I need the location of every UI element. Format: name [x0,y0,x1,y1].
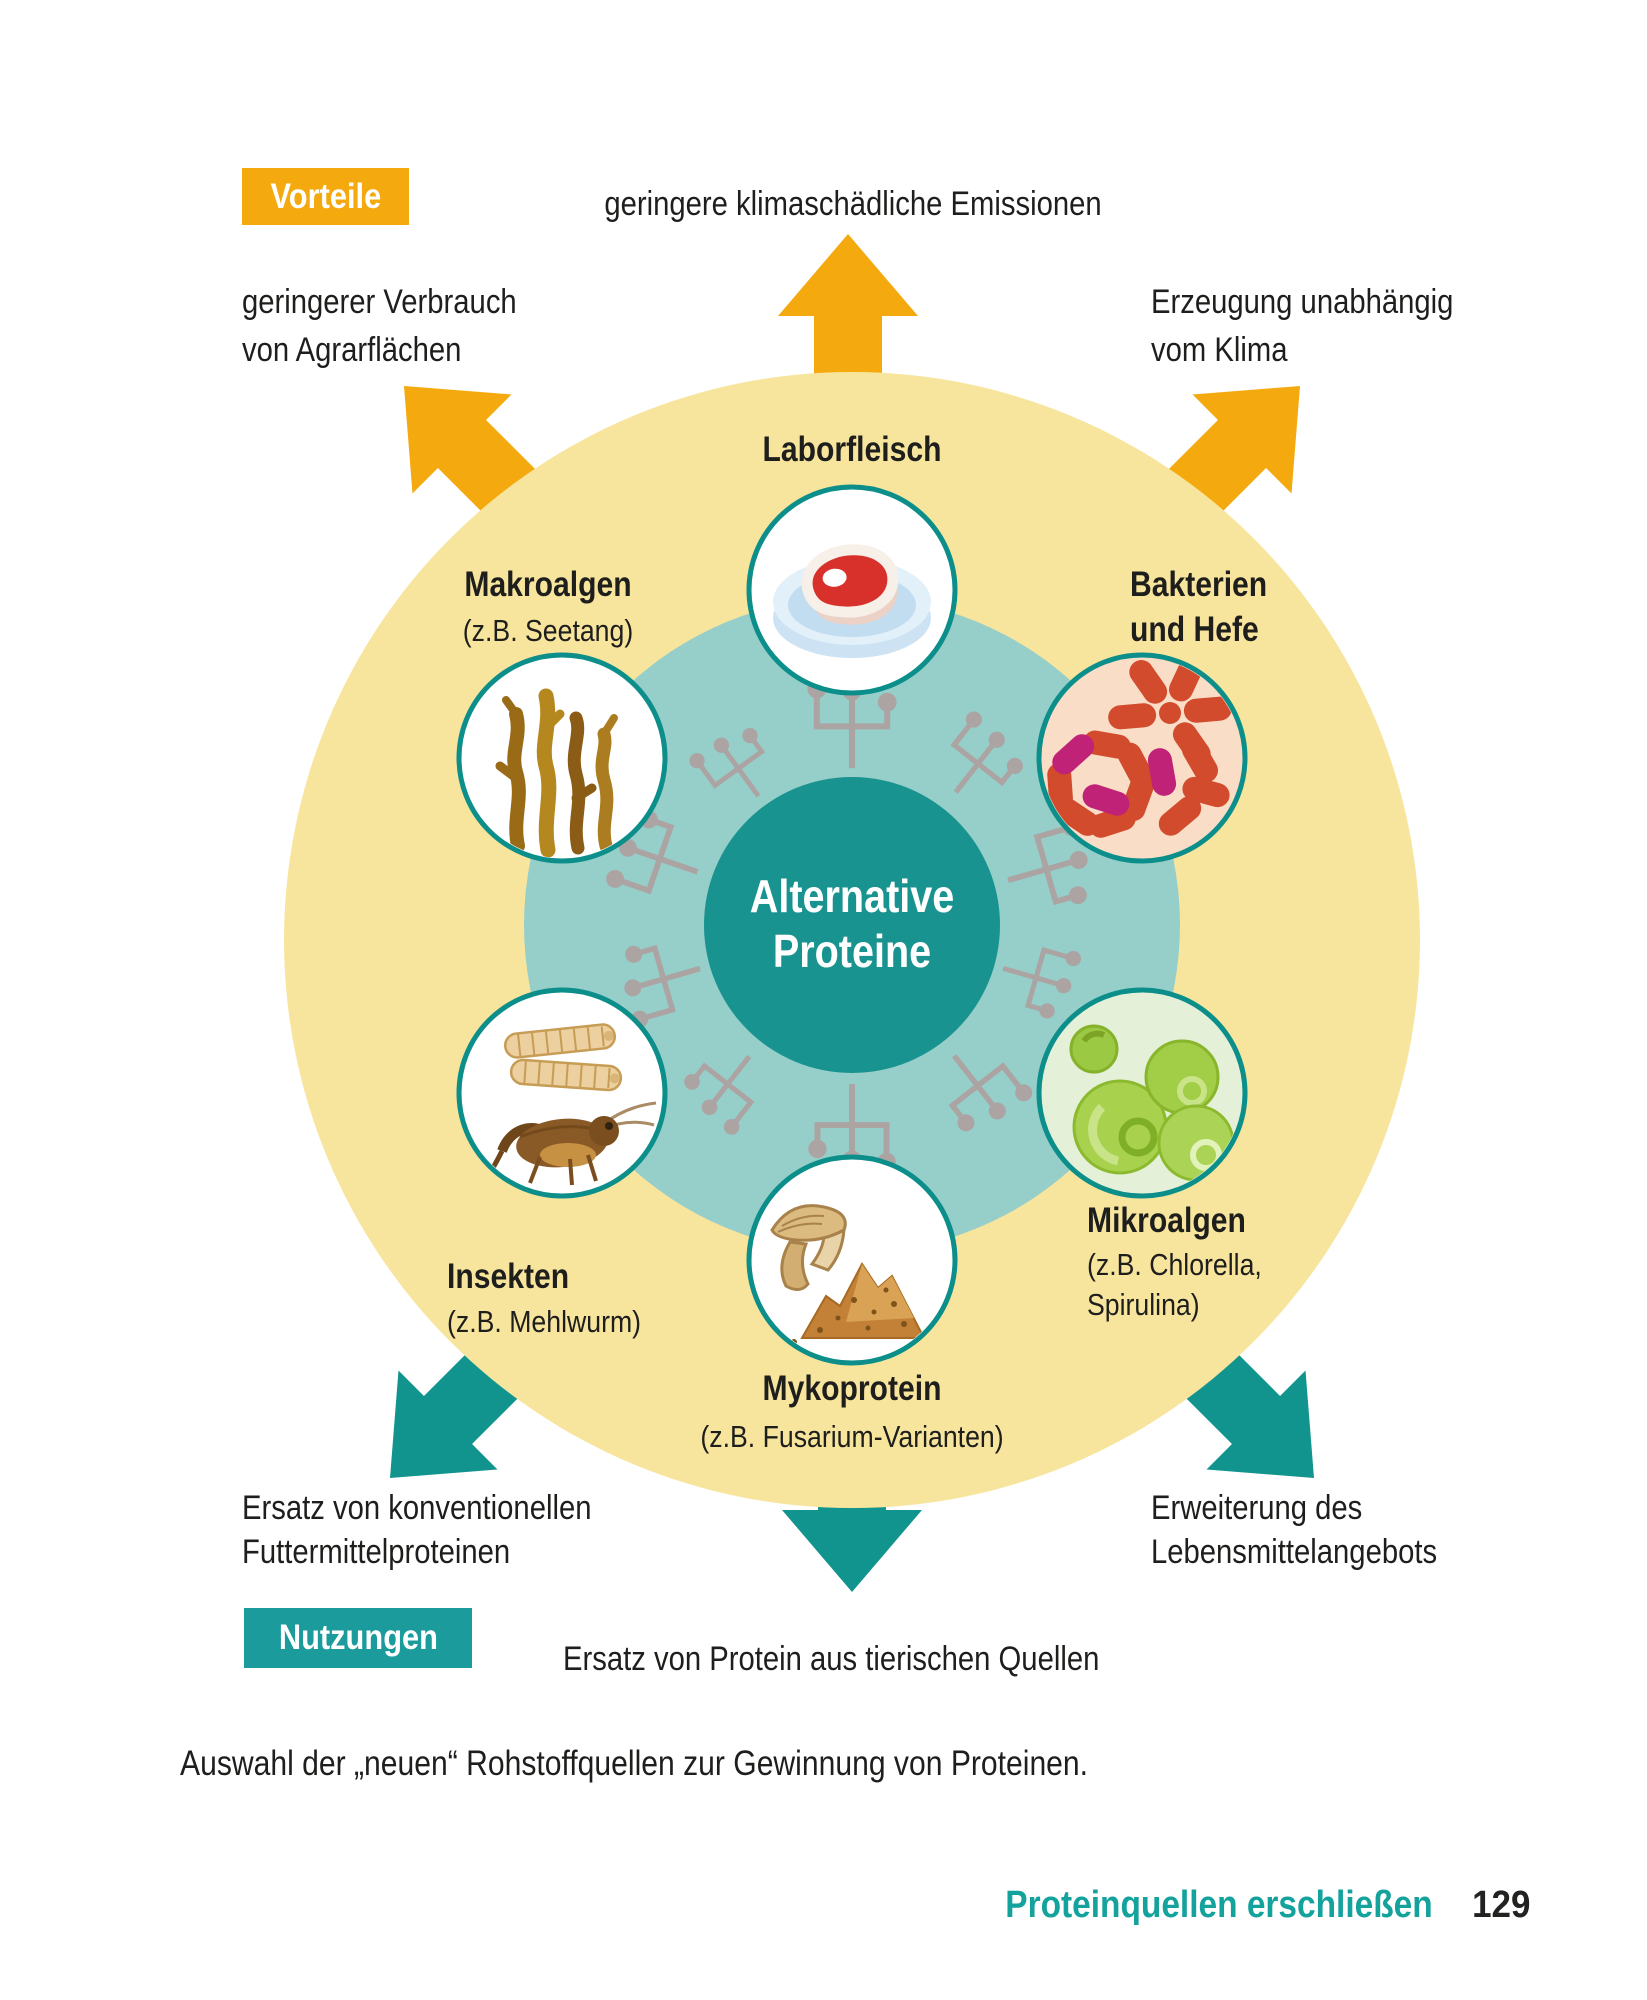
label-mykoprotein: Mykoprotein [762,1369,942,1408]
nutzungen-badge: Nutzungen [244,1608,472,1668]
benefit-right-label-line1: Erzeugung unabhängig [1151,283,1454,321]
page-number: 129 [1471,1884,1530,1926]
center-title-line1: Alternative [749,870,955,922]
page-footer: Proteinquellen erschließen 129 [947,1884,1530,1927]
label-bakterien-line1: Bakterien [1130,565,1268,604]
label-insekten: Insekten [447,1257,570,1296]
figure-caption: Auswahl der „neuen“ Rohstoffquellen zur … [180,1744,1089,1783]
label-insekten-example: (z.B. Mehlwurm) [447,1304,642,1339]
chapter-title: Proteinquellen erschließen [1005,1884,1433,1926]
vorteile-badge: Vorteile [242,168,409,225]
label-makroalgen: Makroalgen [464,565,632,604]
label-bakterien-line2: und Hefe [1130,610,1259,649]
use-left-label-line1: Ersatz von konventionellen [242,1489,592,1527]
makroalgen-icon [456,652,668,864]
mikroalgen-icon [1036,987,1248,1199]
label-mikroalgen-example1: (z.B. Chlorella, [1087,1247,1262,1282]
benefit-left-label-line1: geringerer Verbrauch [242,283,517,321]
center-circle [704,777,1000,1073]
insekten-icon [456,987,668,1199]
benefit-left-label-line2: von Agrarflächen [242,331,462,369]
label-mikroalgen-example2: Spirulina) [1087,1287,1200,1322]
benefit-right-label-line2: vom Klima [1151,331,1288,369]
mykoprotein-icon [746,1154,958,1366]
benefit-top-label: geringere klimaschädliche Emissionen [604,185,1102,223]
label-mykoprotein-example: (z.B. Fusarium-Varianten) [700,1419,1004,1454]
use-right-label-line2: Lebensmittelangebots [1151,1533,1438,1571]
bakterien-hefe-icon [1036,652,1248,864]
use-right-label-line1: Erweiterung des [1151,1489,1363,1527]
laborfleisch-icon [746,484,958,696]
label-laborfleisch: Laborfleisch [762,430,942,469]
vorteile-badge-label: Vorteile [270,176,381,216]
center-title-line2: Proteine [772,925,932,977]
label-mikroalgen: Mikroalgen [1087,1201,1246,1240]
nutzungen-badge-label: Nutzungen [278,1618,438,1657]
use-bottom-label: Ersatz von Protein aus tierischen Quelle… [563,1640,1100,1678]
label-makroalgen-example: (z.B. Seetang) [462,613,634,648]
use-left-label-line2: Futtermittelproteinen [242,1533,511,1571]
